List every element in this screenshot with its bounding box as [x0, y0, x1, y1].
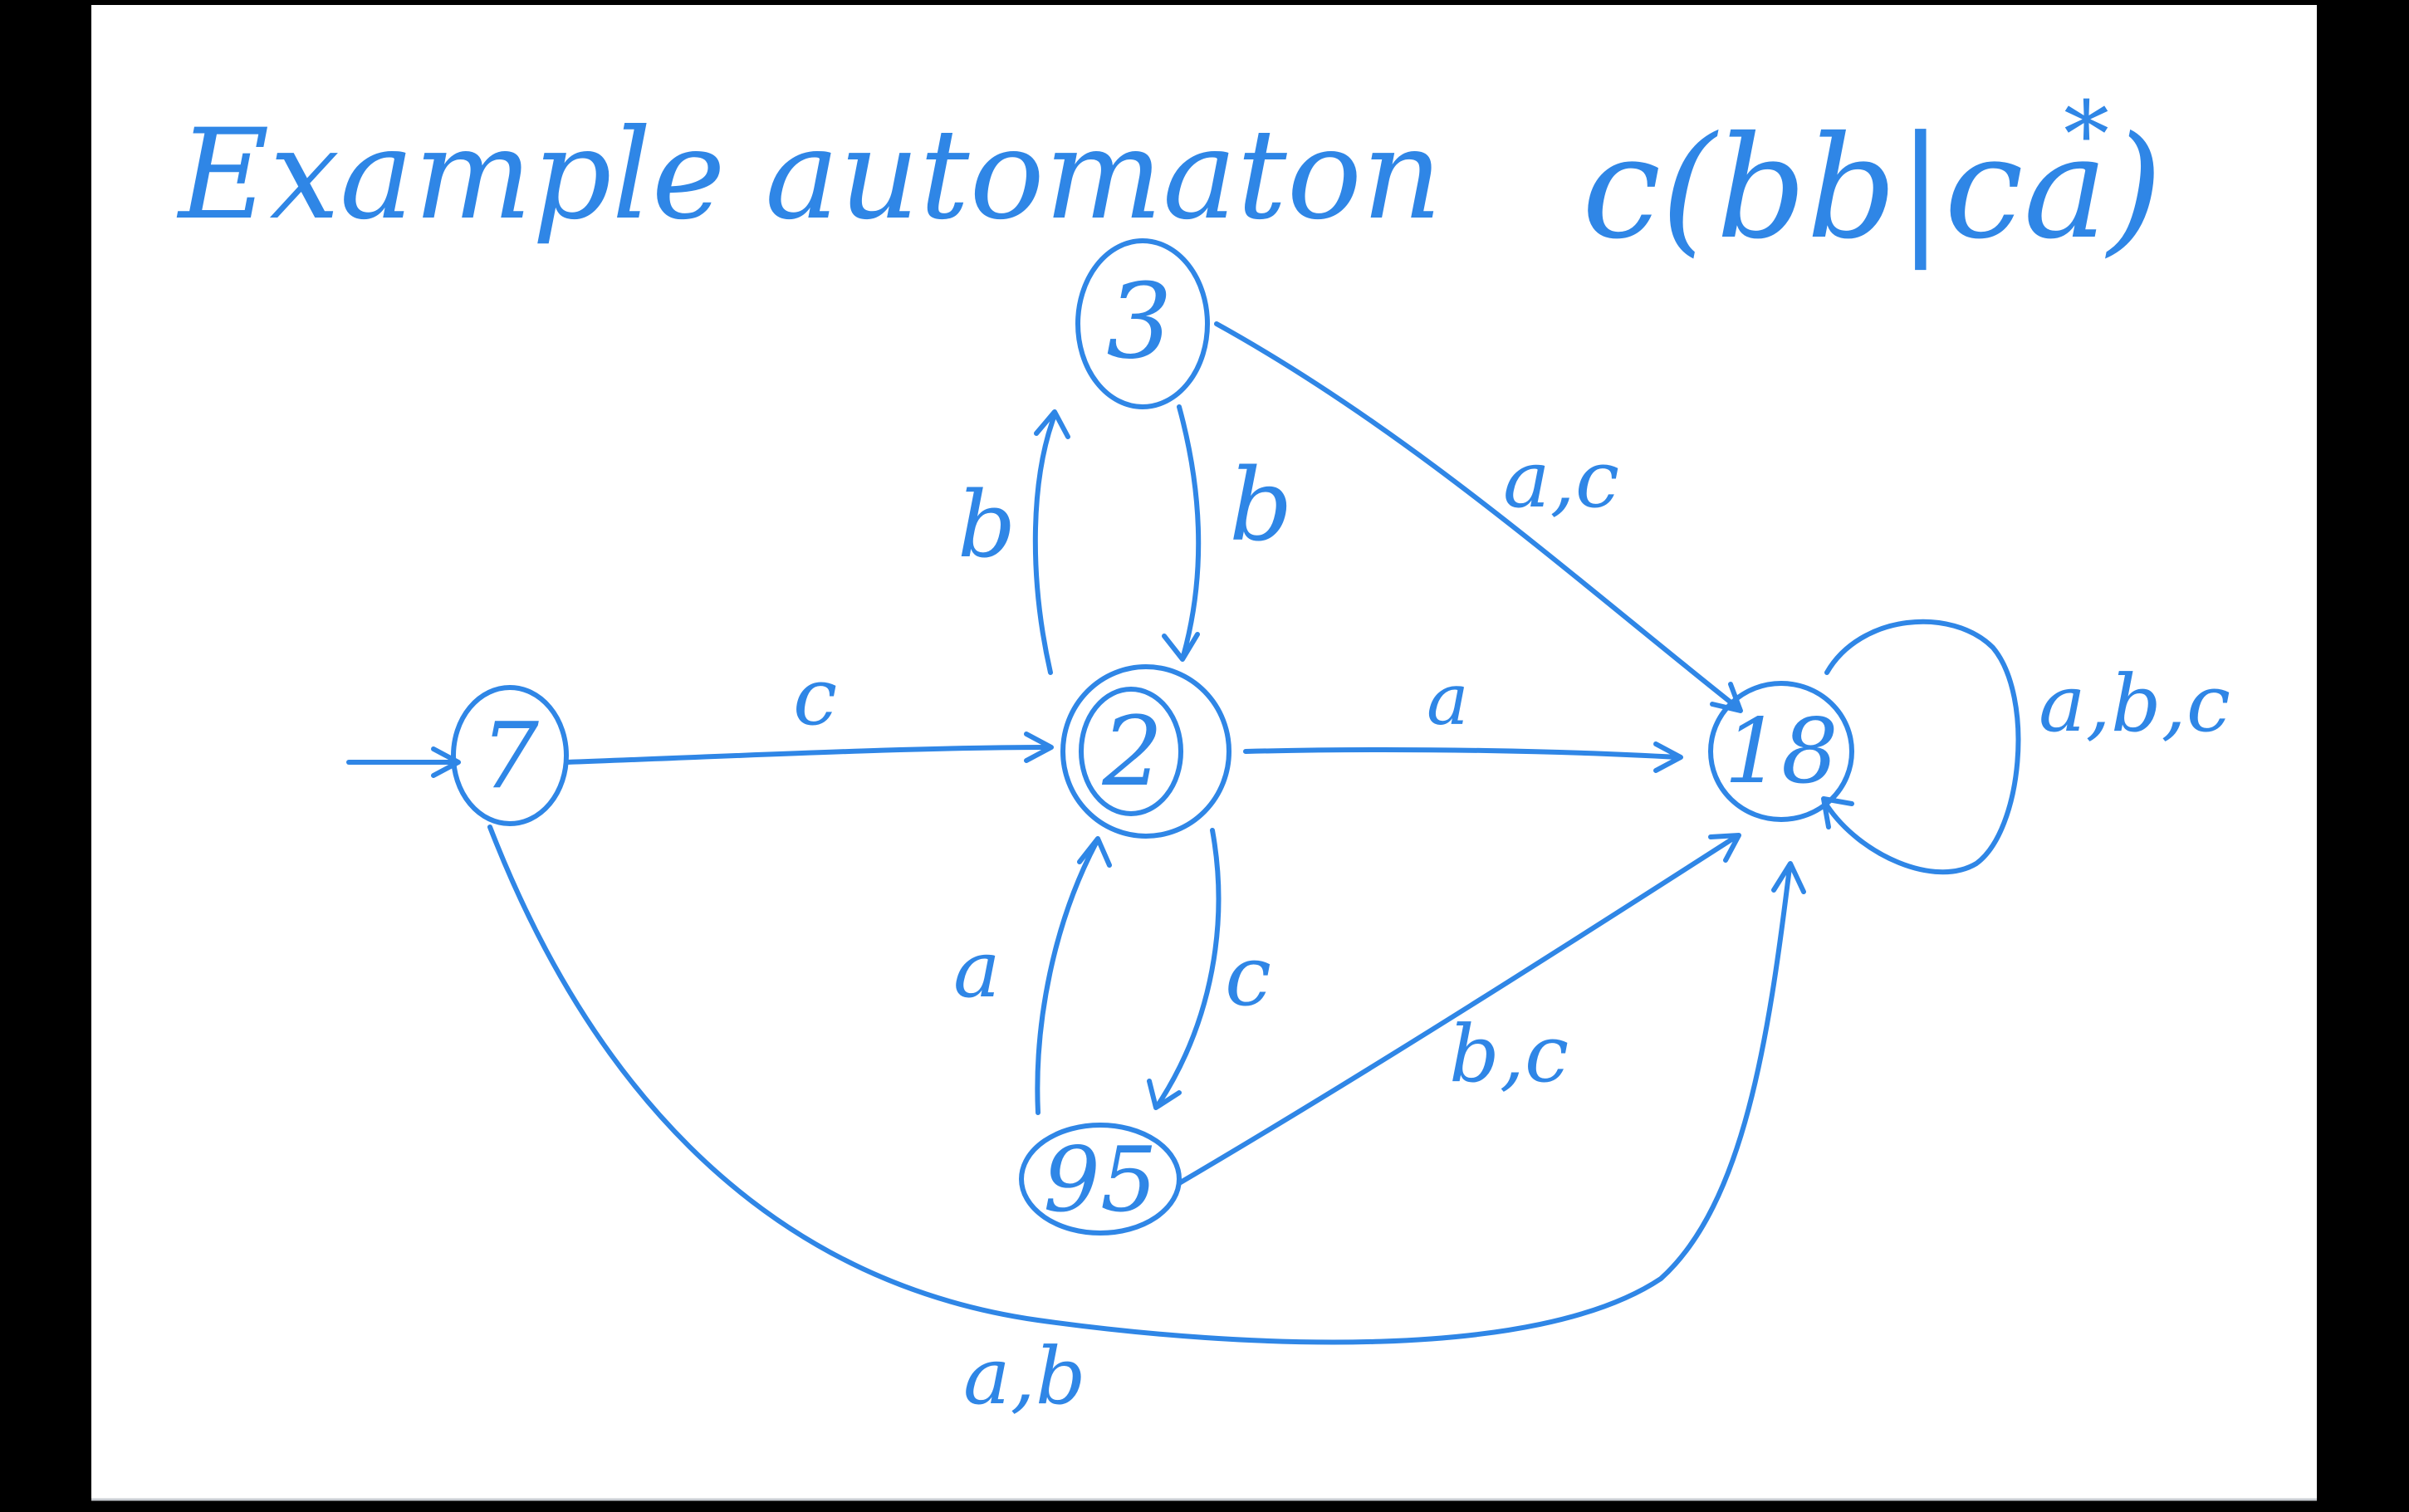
arrowhead-t2-3: [1034, 409, 1070, 439]
state-3-circle: [1075, 238, 1210, 409]
state-18-circle: [1708, 681, 1854, 822]
label-t7-18: a,b: [963, 1331, 1086, 1422]
state-2: 2: [1060, 664, 1231, 839]
state-95: 95: [1019, 1123, 1182, 1236]
state-7-label: 7: [481, 702, 539, 809]
state-3: 3: [1075, 238, 1210, 409]
state-7: 7: [451, 685, 569, 826]
state-3-label: 3: [1106, 262, 1173, 382]
arrowhead-t95-2: [1077, 836, 1112, 868]
label-t2-95: c: [1225, 927, 1271, 1025]
state-2-label: 2: [1101, 697, 1163, 808]
arrowhead-t3-2: [1162, 632, 1200, 662]
arrowhead-t18-18: [1821, 796, 1854, 829]
edge-t7-18: [487, 825, 1792, 1345]
arrowhead-t7-2: [1024, 732, 1054, 763]
state-18: 18: [1708, 681, 1854, 822]
edge-t2-95: [1156, 828, 1222, 1107]
regex-kleene-star: *: [2064, 81, 2109, 188]
arrowhead-t2-18: [1653, 741, 1683, 773]
edge-t2-18: [1243, 746, 1680, 760]
arrowhead-t3-18: [1710, 682, 1743, 713]
edge-t3-18: [1214, 321, 1740, 710]
label-t95-2: a: [953, 924, 1001, 1015]
edge-t7-2: [564, 745, 1050, 765]
state-2-circle: [1079, 687, 1183, 816]
label-t3-18: a,c: [1503, 434, 1619, 526]
label-t7-2: c: [793, 652, 837, 743]
state-18-label: 18: [1724, 700, 1838, 804]
label-t18-18: a,b,c: [2039, 658, 2230, 750]
state-95-label: 95: [1043, 1128, 1157, 1232]
label-t2-3: b: [957, 472, 1016, 578]
regex-expression: c(bb|ca): [1582, 106, 2162, 271]
whiteboard-surface: [91, 5, 2317, 1500]
state-95-circle: [1019, 1123, 1182, 1236]
diagram-title: Example automaton: [176, 103, 1442, 247]
arrowhead-t2-95: [1147, 1079, 1182, 1110]
state-7-circle: [451, 685, 569, 826]
arrowhead-initial: [431, 746, 461, 778]
arrowhead-t95-18: [1708, 833, 1741, 863]
state-2-outer-ring: [1060, 664, 1231, 839]
edge-t95-2: [1035, 840, 1099, 1115]
edge-t2-3: [1032, 413, 1057, 675]
label-t3-2: b: [1229, 448, 1293, 564]
label-t95-18: b,c: [1449, 1009, 1569, 1100]
arrowhead-t7-18: [1771, 861, 1806, 894]
edge-t18-18: [1824, 619, 2021, 875]
edge-t3-2: [1177, 404, 1202, 658]
label-t2-18: a: [1427, 659, 1469, 741]
edge-t95-18: [1177, 834, 1738, 1186]
